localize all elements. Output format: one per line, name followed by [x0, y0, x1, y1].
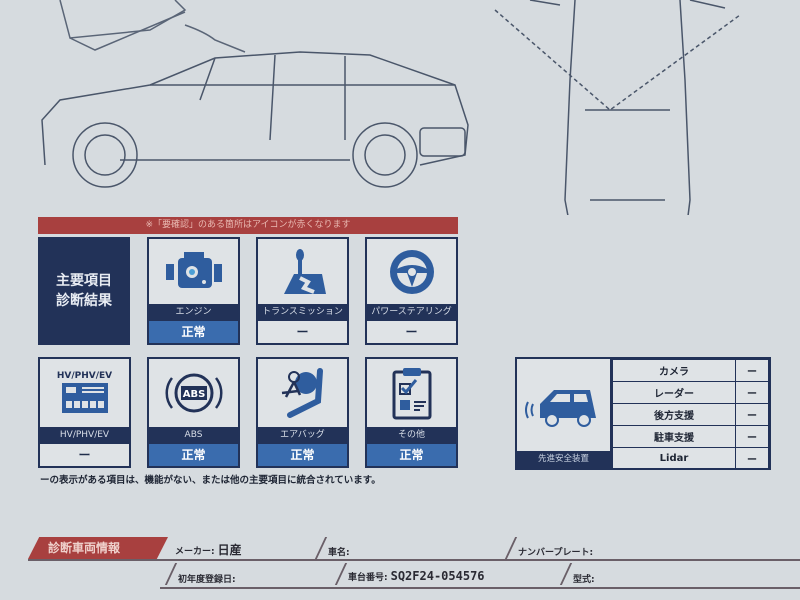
- header-line-1: 主要項目: [56, 273, 112, 289]
- item-status: 正常: [149, 321, 238, 343]
- table-row: レーダーー: [612, 381, 769, 404]
- adas-item-value: ー: [735, 403, 769, 426]
- chassis-label: 車台番号:: [348, 573, 388, 583]
- item-power-steering: パワーステアリング ー: [365, 237, 458, 345]
- adas-item-value: ー: [735, 381, 769, 404]
- item-status: 正常: [258, 444, 347, 466]
- main-items-header: 主要項目診断結果: [38, 237, 130, 345]
- item-label: エンジン: [149, 304, 238, 321]
- header-line-2: 診断結果: [56, 293, 112, 309]
- abs-icon: ABS: [164, 373, 223, 413]
- item-label: ABS: [149, 427, 238, 444]
- item-status: 正常: [367, 444, 456, 466]
- item-transmission: トランスミッション ー: [256, 237, 349, 345]
- laptop-icon: [59, 0, 246, 53]
- battery-panel-icon: [61, 383, 108, 413]
- plate-field: ナンバープレート:: [518, 548, 594, 558]
- table-row: 後方支援ー: [612, 403, 769, 426]
- item-label: その他: [367, 427, 456, 444]
- item-status: ー: [367, 321, 456, 343]
- vehicle-info-title: 診断車両情報: [28, 537, 168, 559]
- item-hv-phv-ev: HV/PHV/EV HV/PHV/EV ー: [38, 357, 131, 468]
- item-airbag: エアバッグ 正常: [256, 357, 349, 468]
- divider: [559, 563, 572, 585]
- checklist-icon: [392, 368, 431, 420]
- item-engine: エンジン 正常: [147, 237, 240, 345]
- car-sensor-icon: [524, 390, 596, 427]
- item-abs: ABS ABS 正常: [147, 357, 240, 468]
- divider: [28, 559, 800, 561]
- item-label: エアバッグ: [258, 427, 347, 444]
- abs-icon-text: ABS: [182, 389, 205, 400]
- item-label: HV/PHV/EV: [40, 427, 129, 444]
- gear-shift-icon: [283, 248, 326, 294]
- adas-item-value: ー: [735, 447, 769, 470]
- table-row: 駐車支援ー: [612, 425, 769, 448]
- adas-title: 先進安全装置: [517, 451, 610, 468]
- divider: [314, 537, 327, 559]
- footnote: ーの表示がある項目は、機能がない、または他の主要項目に統合されています。: [40, 475, 381, 486]
- model-field: 型式:: [573, 575, 595, 585]
- divider: [334, 563, 347, 585]
- hv-icon-title: HV/PHV/EV: [56, 371, 113, 381]
- chassis-value: SQ2F24-054576: [390, 569, 485, 583]
- divider: [164, 563, 177, 585]
- steering-wheel-icon: [389, 249, 434, 294]
- divider: [504, 537, 517, 559]
- item-status: ー: [258, 321, 347, 343]
- car-top-view: [494, 0, 741, 215]
- adas-item-name: レーダー: [612, 381, 736, 404]
- car-name-field: 車名:: [328, 548, 350, 558]
- chassis-field: 車台番号:SQ2F24-054576: [348, 569, 485, 583]
- vehicle-illustration: [41, 0, 741, 215]
- adas-item-name: カメラ: [612, 359, 736, 382]
- warning-banner: ※「要確認」のある箇所はアイコンが赤くなります: [38, 217, 458, 234]
- adas-item-name: 駐車支援: [612, 425, 736, 448]
- item-status: 正常: [149, 444, 238, 466]
- maker-value: 日産: [217, 543, 242, 557]
- table-row: カメラー: [612, 359, 769, 382]
- engine-icon: [165, 251, 222, 288]
- maker-field: メーカー:日産: [175, 541, 242, 558]
- maker-label: メーカー:: [175, 547, 215, 557]
- divider: [160, 587, 800, 589]
- airbag-icon: [281, 368, 323, 418]
- adas-item-value: ー: [735, 359, 769, 382]
- item-status: ー: [40, 444, 129, 466]
- adas-item-value: ー: [735, 425, 769, 448]
- adas-item-name: 後方支援: [612, 403, 736, 426]
- adas-item-name: Lidar: [612, 447, 736, 470]
- car-side-view: [41, 51, 469, 188]
- item-label: トランスミッション: [258, 304, 347, 321]
- item-label: パワーステアリング: [367, 304, 456, 321]
- item-other: その他 正常: [365, 357, 458, 468]
- registration-field: 初年度登録日:: [178, 575, 236, 585]
